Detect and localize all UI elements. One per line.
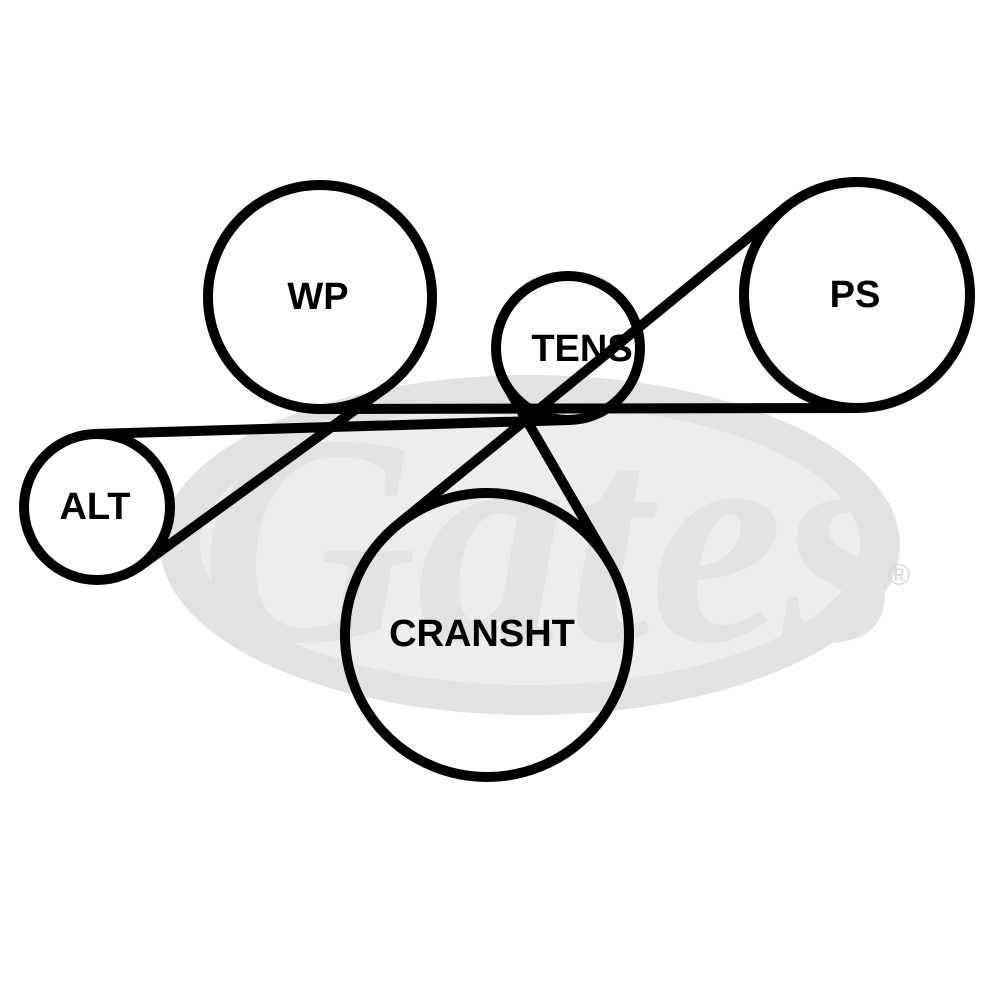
pulley-tens-label: TENS (531, 328, 632, 370)
pulley-ps-circle (739, 177, 975, 413)
registered-mark: ® (888, 559, 910, 592)
pulley-wp: WP (203, 180, 437, 414)
pulley-tens-circle (491, 271, 645, 425)
pulley-alt-circle (19, 429, 175, 585)
pulley-alt: ALT (19, 429, 175, 585)
belt-alt-wp (134, 382, 391, 572)
pulley-ps-label: PS (830, 274, 881, 316)
pulley-wp-label: WP (287, 276, 348, 318)
pulley-alt-label: ALT (59, 486, 130, 528)
pulley-ps: PS (739, 177, 975, 413)
pulley-crankshaft-circle (340, 488, 634, 782)
pulley-crankshaft-label: CRANSHT (389, 613, 575, 655)
pulley-tens: TENS (491, 271, 645, 425)
belt-wp-ps (315, 403, 863, 414)
pulley-wp-circle (203, 180, 437, 414)
pulley-crankshaft: CRANSHT (340, 488, 634, 782)
watermark-oval-inner (200, 405, 860, 685)
belt-ps-crank (392, 202, 791, 531)
pulleys: WP TENS PS ALT CRANSHT (19, 177, 975, 782)
